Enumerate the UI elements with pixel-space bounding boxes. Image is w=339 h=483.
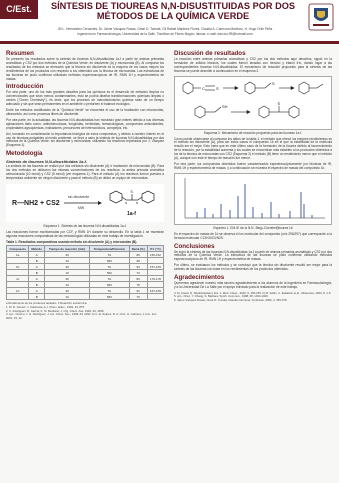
mechanism-figure: C S S S SH <box>174 75 332 130</box>
poster-id-badge: C/Est. 58 <box>0 0 38 33</box>
agradecimientos-heading: Agradecimientos <box>174 274 225 282</box>
svg-text:S: S <box>216 86 219 91</box>
affiliation: Ingeniería en Farmacobiología, Universid… <box>77 32 253 36</box>
intro-paragraph-2: Entre los métodos modificados de la "Quí… <box>6 108 164 116</box>
reference-item: 5. a) L. Chen, Y. Chang, S. Barbara; Syn… <box>174 294 269 299</box>
intro-paragraph-1: Por otra parte, uno de los más grandes d… <box>6 90 164 107</box>
table-cell: 560 <box>89 293 130 301</box>
conclusiones-heading: Conclusiones <box>174 242 215 250</box>
svg-text:SH: SH <box>222 104 228 109</box>
discusion-paragraph-3: Por otra parte, los compuestos obtenidos… <box>174 161 332 170</box>
svg-text:S: S <box>272 81 275 86</box>
intro-paragraph-4: Así, tomando en consideración la importa… <box>6 131 164 148</box>
poster-title: SÍNTESIS DE TIOUREAS N,N-DISUSTITUIDAS P… <box>50 1 295 21</box>
right-column: Discusión de resultados La reacción entr… <box>174 48 332 302</box>
table-cell: 10 <box>44 293 91 301</box>
conclusiones-paragraph-1: Se logró la síntesis de las tioureas N,N… <box>174 249 332 262</box>
poster-header: C/Est. 58 SÍNTESIS DE TIOUREAS N,N-DISUS… <box>0 0 339 44</box>
metodologia-paragraph-2: Las reacciones fueron monitoreadas por C… <box>6 229 164 238</box>
metodologia-heading: Metodología <box>6 150 43 158</box>
discusion-heading: Discusión de resultados <box>174 50 246 57</box>
mass-spectrum-drawing <box>184 177 325 219</box>
reference-item: 3. a) L. Orozco; J. G. Rodríguez; J. Am.… <box>6 312 158 320</box>
metodologia-paragraph-1: La síntesis de las tioureas se realizó p… <box>6 164 164 180</box>
scheme-1-caption: Esquema 1. Síntesis de las tioureas N,N-… <box>43 223 127 228</box>
scheme-condition-bottom: MW <box>78 206 85 210</box>
table-cell <box>146 293 165 301</box>
scheme-product-label: 1a-f <box>127 211 136 217</box>
scheme-1-figure: R—NH2 + CS2 sin disolvente MW S N N 1a- <box>6 183 164 222</box>
mechanism-drawing: C S S S SH <box>182 81 324 118</box>
intro-heading: Introducción <box>6 83 44 91</box>
scheme-condition-top: sin disolvente <box>68 195 89 199</box>
table-footnote: a Rendimiento de los productos aislados.… <box>6 301 88 306</box>
authors: Gil L. Hernández Cervantes, Dr. Jaime Vá… <box>57 27 273 31</box>
discusion-paragraph-2: Como puede observarse al comparar los da… <box>174 136 332 161</box>
reference-item: 2. C. Rodríguez; R. García; K. M. Medran… <box>6 308 105 313</box>
conclusiones-paragraph-2: Por último, se evaluaron los métodos y s… <box>174 263 332 272</box>
right-references: 4. M. Anwar, N. Sheikholeslami; Eur. J. … <box>174 290 332 302</box>
resumen-heading: Resumen <box>6 50 34 57</box>
sintesis-subheading: Síntesis de tioureas N,N-disustituidas 1… <box>6 159 88 165</box>
scheme-1-drawing: R—NH2 + CS2 sin disolvente MW S N N 1a- <box>12 190 155 217</box>
reference-item: 6. Jaime Vázquez Rosas, Omar D. Tomalá, … <box>174 297 288 302</box>
svg-text:N: N <box>136 201 138 205</box>
reference-item: 4. M. Anwar, N. Sheikholeslami; Eur. J. … <box>174 290 332 295</box>
svg-text:C: C <box>202 86 205 91</box>
table-cell <box>5 293 30 301</box>
table-1-caption: Tabla 1. Resultados comparativos usando … <box>6 239 138 244</box>
table-cell: 70 <box>128 293 148 301</box>
left-column: Resumen Se presentó los resultados sobre… <box>5 48 165 320</box>
resumen-text: Se presentó los resultados sobre la sínt… <box>6 57 164 81</box>
discusion-paragraph-4: En el espectro de masas de 1b se observa… <box>174 231 332 240</box>
agradecimientos-text: Queremos agradecer nuestro más sincero a… <box>174 281 332 289</box>
results-table: Compuesto Método Tiempo de reacción (min… <box>5 245 165 301</box>
svg-text:S: S <box>278 101 281 106</box>
spectrum-caption: Espectro 1. EM-IE de la N,N´-Bis(p-Cloro… <box>213 225 293 230</box>
university-logo-icon <box>308 3 334 31</box>
scheme-2-caption: Esquema 2. Mecanismo de reacción propues… <box>203 130 303 135</box>
mass-spectrum-figure <box>174 172 332 225</box>
reference-item: 1. M. D. Gómez; J. Cárdenas; A.J. Chem. … <box>6 305 85 310</box>
left-references: 1. M. D. Gómez; J. Cárdenas; A.J. Chem. … <box>6 306 164 320</box>
table-cell: B <box>28 293 46 301</box>
svg-text:S: S <box>131 190 134 194</box>
thiourea-structure <box>109 190 155 204</box>
svg-text:N: N <box>125 201 127 205</box>
discusion-paragraph-1: La reacción entre aminas primarias aromá… <box>174 57 332 73</box>
scheme-reagents: R—NH2 + CS2 <box>12 200 60 207</box>
header-rule <box>0 41 339 44</box>
intro-paragraph-3: Por otra parte, en la actualidad, las ti… <box>6 117 164 130</box>
